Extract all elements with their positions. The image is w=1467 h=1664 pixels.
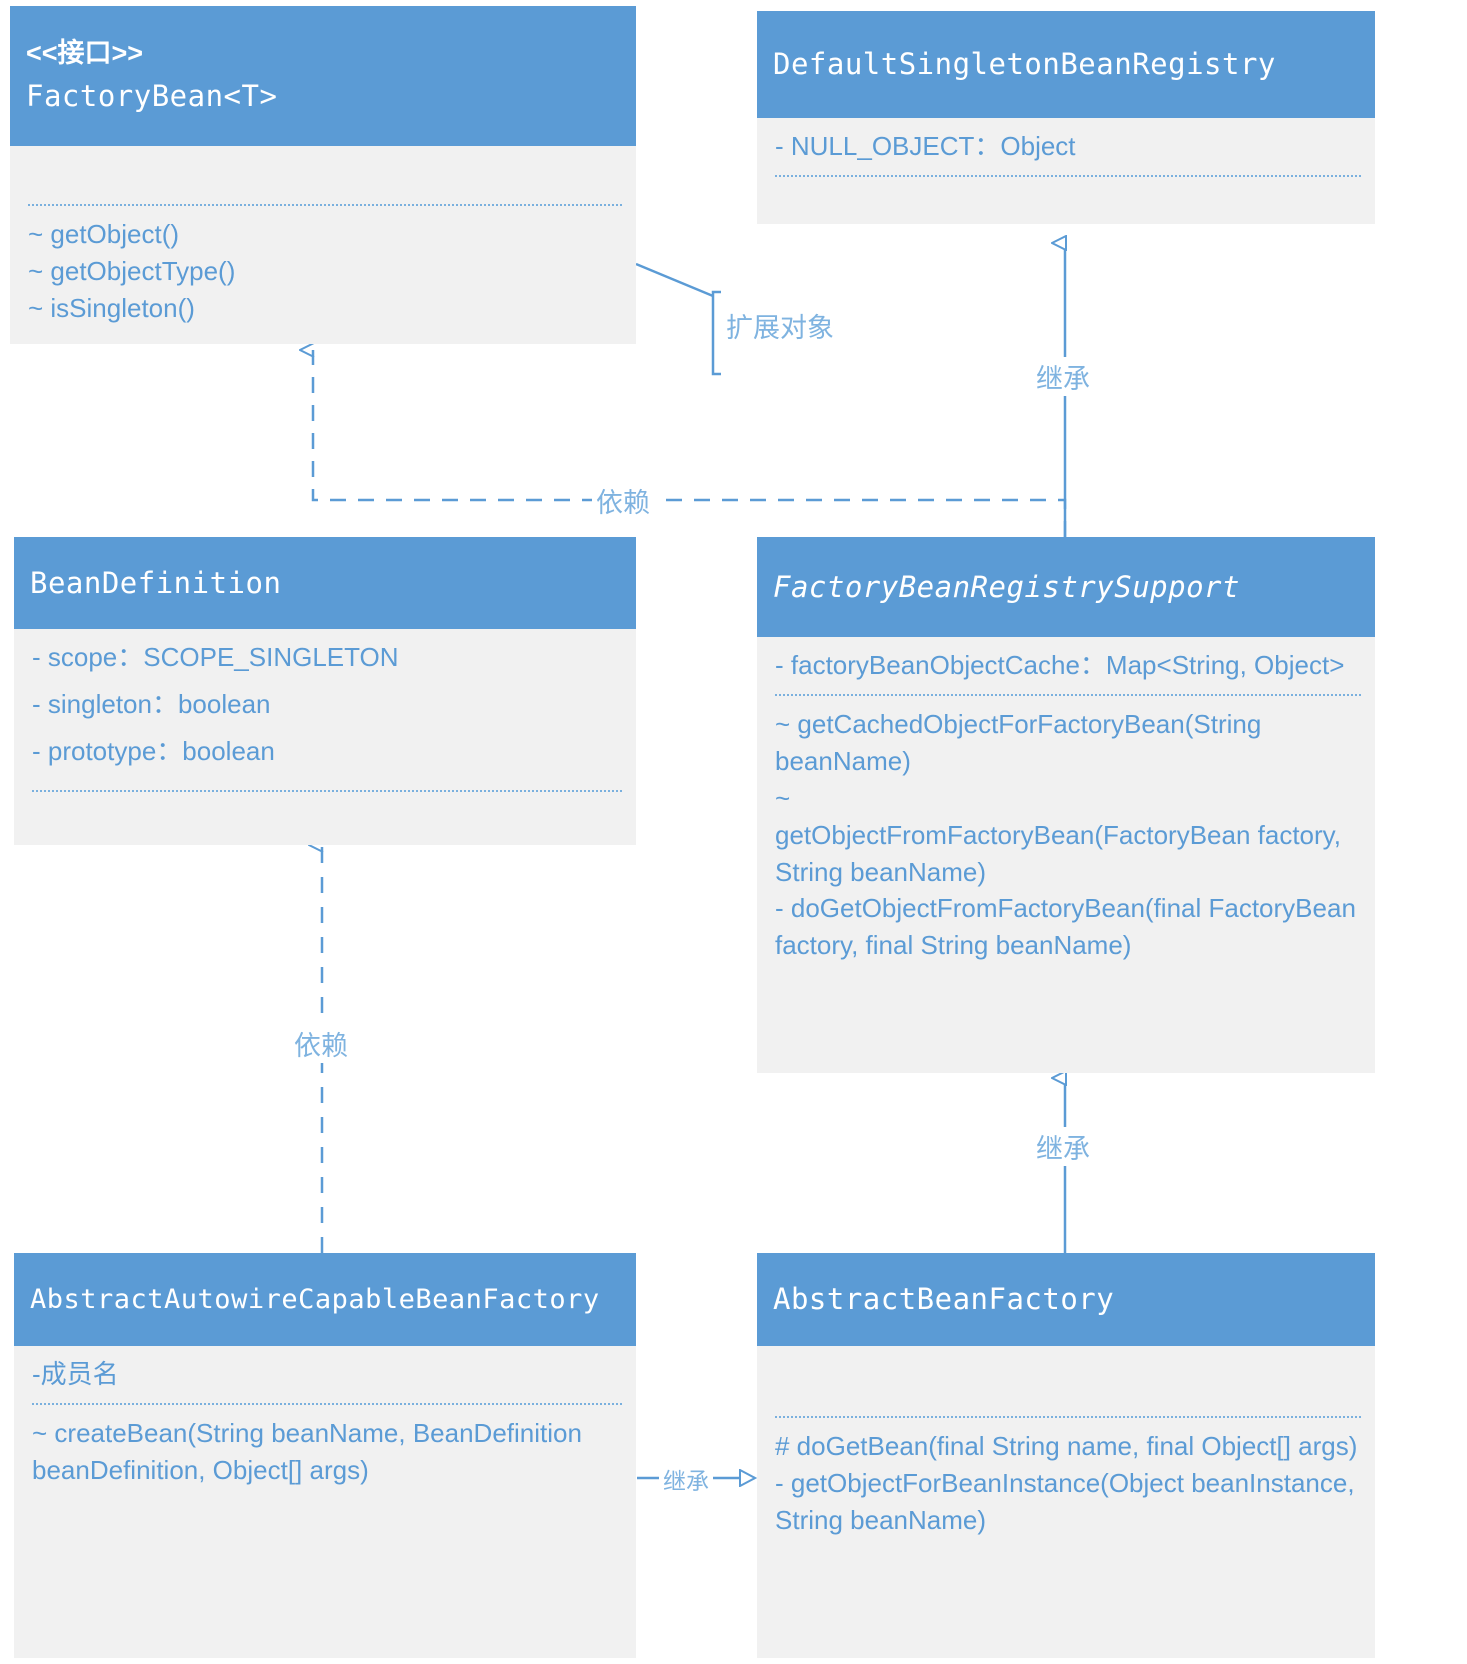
class-header-default-singleton-bean-registry: DefaultSingletonBeanRegistry (757, 11, 1375, 118)
edge-label-inherit-top: 继承 (1032, 357, 1094, 396)
class-box-bean-definition[interactable]: BeanDefinition - scope：SCOPE_SINGLETON -… (14, 537, 636, 845)
edge-label-dependency-left: 依赖 (290, 1024, 352, 1063)
class-title: DefaultSingletonBeanRegistry (773, 47, 1276, 82)
attribute-row: - scope：SCOPE_SINGLETON (32, 642, 399, 673)
class-box-abstract-autowire-capable-bean-factory[interactable]: AbstractAutowireCapableBeanFactory -成员名 … (14, 1253, 636, 1658)
class-header-factory-bean: <<接口>> FactoryBean<T> (10, 6, 636, 146)
edge-label-extension-object: 扩展对象 (722, 306, 838, 345)
edge-label-inherit-mid: 继承 (1032, 1127, 1094, 1166)
attribute-row: - singleton：boolean (32, 689, 271, 720)
attributes-compartment (10, 146, 636, 204)
attributes-compartment: - factoryBeanObjectCache：Map<String, Obj… (757, 637, 1375, 694)
compartment-divider (775, 174, 1361, 177)
class-header-bean-definition: BeanDefinition (14, 537, 636, 630)
method-row: ~ getObject() (28, 219, 180, 249)
method-row: - getObjectForBeanInstance(Object beanIn… (775, 1467, 1362, 1535)
class-box-abstract-bean-factory[interactable]: AbstractBeanFactory # doGetBean(final St… (757, 1253, 1375, 1658)
method-row: - doGetObjectFromFactoryBean(final Facto… (775, 893, 1364, 961)
attributes-compartment: - NULL_OBJECT：Object (757, 118, 1375, 175)
edge-label-dependency-top: 依赖 (592, 481, 654, 520)
attribute-row: - factoryBeanObjectCache：Map<String, Obj… (775, 650, 1345, 680)
methods-compartment: # doGetBean(final String name, final Obj… (757, 1418, 1375, 1549)
edge-label-inherit-bottom: 继承 (659, 1462, 713, 1496)
class-title: FactoryBean<T> (26, 78, 278, 113)
class-box-factory-bean[interactable]: <<接口>> FactoryBean<T> ~ getObject() ~ ge… (10, 6, 636, 344)
class-header-abstract-bean-factory: AbstractBeanFactory (757, 1253, 1375, 1346)
method-row: ~ getCachedObjectForFactoryBean(String b… (775, 708, 1269, 776)
method-row: ~ getObjectType() (28, 255, 236, 286)
class-header-abstract-autowire-capable-bean-factory: AbstractAutowireCapableBeanFactory (14, 1253, 636, 1346)
attribute-row: - prototype：boolean (32, 736, 275, 767)
attributes-compartment: -成员名 (14, 1346, 636, 1403)
class-title: BeanDefinition (30, 565, 282, 600)
attributes-compartment: - scope：SCOPE_SINGLETON - singleton：bool… (14, 629, 636, 790)
edge-extension-object (635, 262, 721, 376)
class-title: AbstractBeanFactory (773, 1282, 1115, 1317)
method-row: ~ getObjectFromFactoryBean(FactoryBean f… (775, 782, 1341, 887)
class-box-default-singleton-bean-registry[interactable]: DefaultSingletonBeanRegistry - NULL_OBJE… (757, 11, 1375, 224)
class-title: AbstractAutowireCapableBeanFactory (30, 1283, 600, 1315)
methods-compartment: ~ createBean(String beanName, BeanDefini… (14, 1405, 636, 1499)
class-stereotype: <<接口>> (26, 38, 144, 69)
compartment-divider (775, 1416, 1361, 1418)
compartment-divider (775, 693, 1361, 696)
compartment-divider (32, 790, 622, 793)
method-row: ~ isSingleton() (28, 292, 195, 323)
methods-compartment (757, 177, 1375, 224)
class-box-factory-bean-registry-support[interactable]: FactoryBeanRegistrySupport - factoryBean… (757, 537, 1375, 1073)
methods-compartment (14, 792, 636, 845)
attribute-row: -成员名 (32, 1359, 119, 1389)
method-row: # doGetBean(final String name, final Obj… (775, 1431, 1358, 1461)
compartment-divider (32, 1402, 622, 1405)
methods-compartment: ~ getObject() ~ getObjectType() ~ isSing… (10, 206, 636, 337)
edge-dependency-factorybean (313, 350, 1067, 537)
compartment-divider (28, 204, 622, 206)
attribute-row: - NULL_OBJECT：Object (775, 130, 1076, 161)
methods-compartment: ~ getCachedObjectForFactoryBean(String b… (757, 696, 1375, 974)
method-row: ~ createBean(String beanName, BeanDefini… (32, 1417, 590, 1485)
class-header-factory-bean-registry-support: FactoryBeanRegistrySupport (757, 537, 1375, 637)
attributes-compartment (757, 1346, 1375, 1416)
class-title: FactoryBeanRegistrySupport (773, 569, 1240, 604)
